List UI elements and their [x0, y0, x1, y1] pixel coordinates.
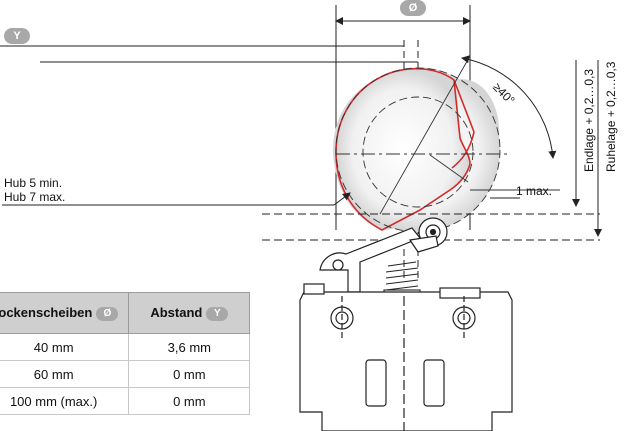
- table-cell: 100 mm (max.): [0, 387, 130, 415]
- roller-lever: [319, 217, 448, 293]
- angle-arc: [461, 55, 557, 159]
- table-cell: 0 mm: [128, 360, 251, 388]
- cam-disc: [333, 67, 500, 232]
- hub-leader: [2, 192, 351, 206]
- table-row: 100 mm (max.) 0 mm: [0, 387, 251, 415]
- hub-min-label: Hub 5 min.: [4, 176, 63, 190]
- diameter-badge: Ø: [400, 0, 426, 16]
- table-row: 40 mm 3,6 mm: [0, 333, 251, 361]
- endlage-label: Endlage + 0,2…0,3: [582, 68, 596, 172]
- table-cell: 40 mm: [0, 333, 130, 361]
- header-cam-disc: NockenscheibenØ: [0, 292, 130, 334]
- ruhelage-label: Ruhelage + 0,2…0,3: [604, 61, 618, 172]
- header-y-badge: Y: [206, 306, 229, 321]
- header-diameter-badge: Ø: [96, 306, 119, 321]
- table-cell: 60 mm: [0, 360, 130, 388]
- table-cell: 3,6 mm: [128, 333, 251, 361]
- y-badge: Y: [4, 28, 30, 44]
- table-cell: 0 mm: [128, 387, 251, 415]
- hub-max-label: Hub 7 max.: [4, 190, 66, 204]
- switch-body: [299, 283, 513, 431]
- table-row: 60 mm 0 mm: [0, 360, 251, 388]
- one-max-label: 1 max.: [516, 184, 553, 198]
